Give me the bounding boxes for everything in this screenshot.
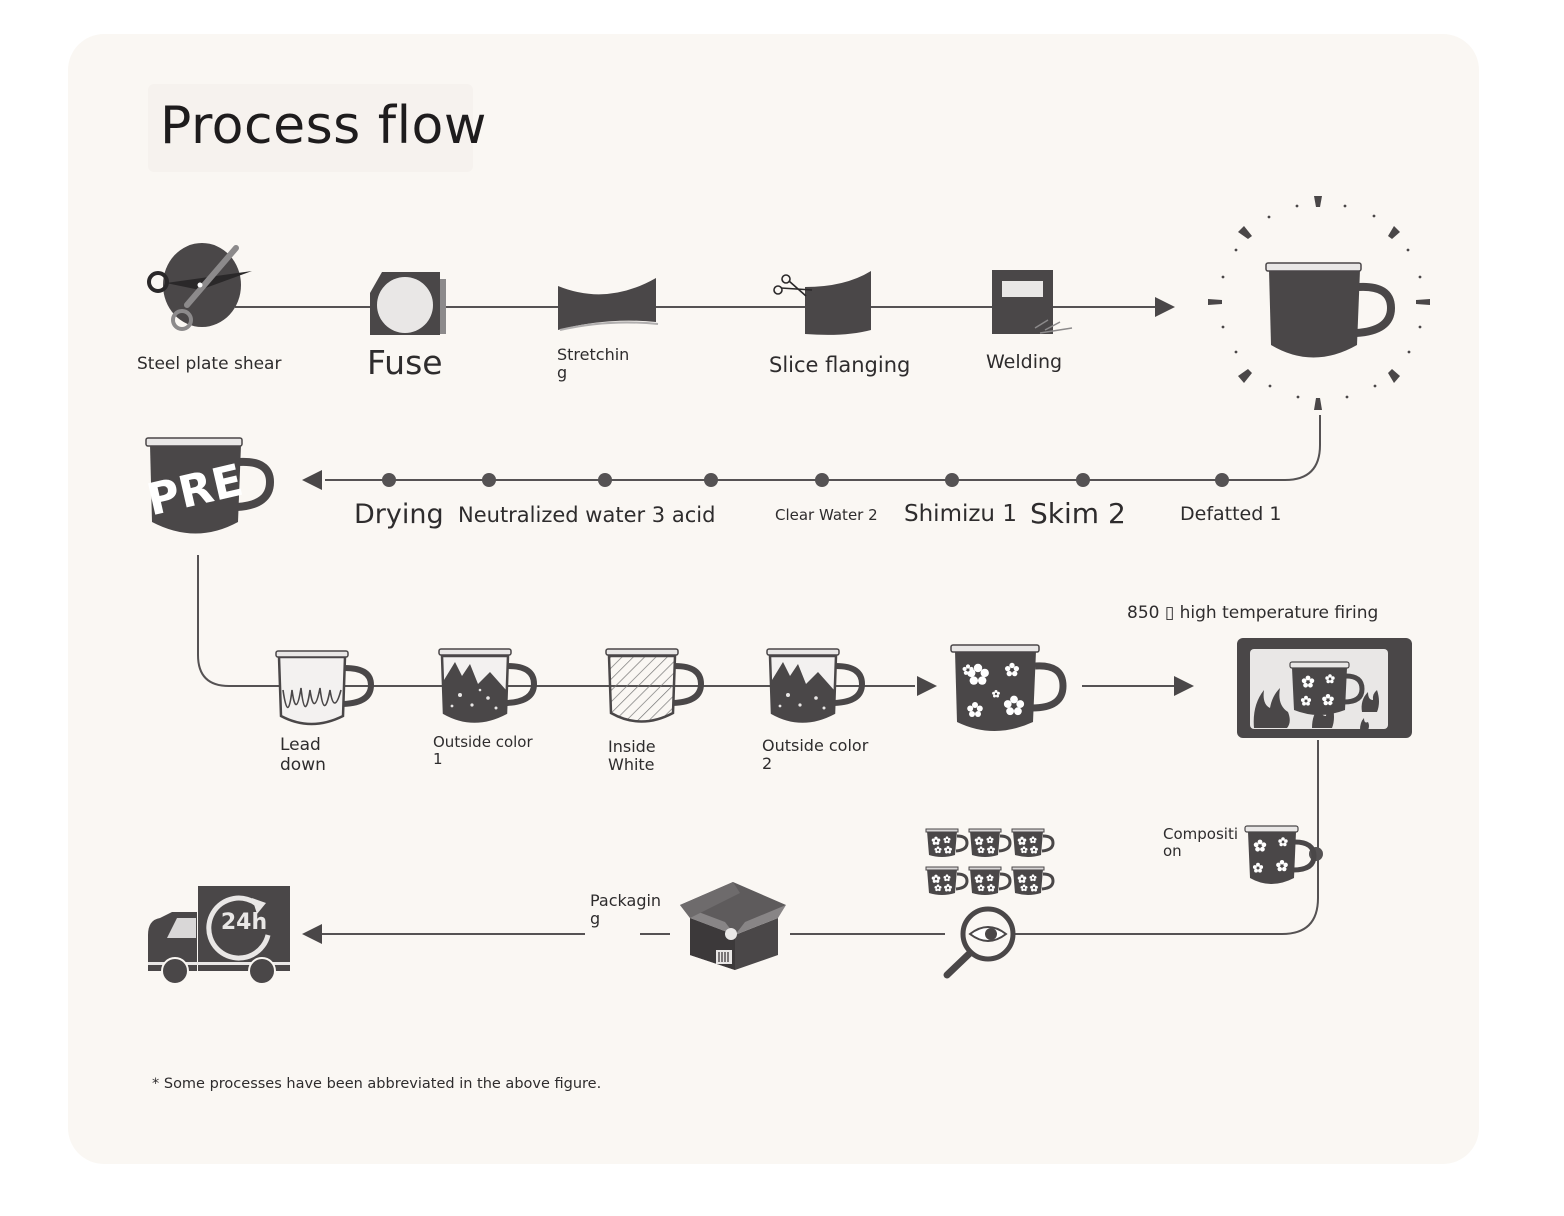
scissors-icon — [773, 274, 813, 297]
label-fuse: Fuse — [367, 343, 443, 382]
composition-mug-icon — [1244, 825, 1317, 884]
outside-color-2-mug-icon — [766, 648, 866, 723]
label-slice-flanging: Slice flanging — [769, 353, 911, 377]
arrow-right-icon — [1174, 676, 1194, 696]
diagram-card — [68, 34, 1479, 1164]
label-neutralized-water: Neutralized water 3 acid — [458, 503, 716, 527]
label-welding: Welding — [986, 351, 1063, 373]
page-title: Process flow — [160, 96, 487, 156]
dial-mug-icon — [1208, 196, 1430, 410]
fire-icon — [1253, 688, 1379, 730]
arrow-right-icon — [1155, 297, 1175, 317]
pre-mug-icon: PRE — [142, 437, 275, 534]
step-dot — [482, 473, 496, 487]
steel-plate-shear-icon — [147, 243, 252, 331]
inspection-mugs-icon — [926, 829, 1053, 895]
row2-line — [302, 415, 1321, 490]
kiln-firing-icon — [1237, 638, 1412, 738]
step-dot — [1076, 473, 1090, 487]
label-composition: Compositi on — [1163, 825, 1238, 861]
step-dot — [382, 473, 396, 487]
welding-icon — [992, 270, 1073, 334]
magnifier-icon — [943, 906, 1016, 979]
slice-flanging-icon — [773, 271, 871, 335]
label-skim-2: Skim 2 — [1030, 497, 1126, 530]
stretching-icon — [558, 278, 659, 331]
label-outside-color-2: Outside color 2 — [762, 736, 869, 774]
arrow-left-icon — [302, 924, 322, 944]
outside-color-1-mug-icon — [438, 648, 538, 723]
row4-line — [302, 740, 1323, 944]
fuse-icon — [370, 272, 446, 335]
step-dot — [815, 473, 829, 487]
box-icon — [680, 882, 786, 970]
footnote: * Some processes have been abbreviated i… — [152, 1076, 602, 1092]
arrow-left-icon — [302, 470, 322, 490]
label-outside-color-1: Outside color 1 — [433, 733, 533, 769]
arrow-right-icon — [917, 676, 937, 696]
label-high-temperature-firing: 850 ▯ high temperature firing — [1127, 603, 1379, 623]
label-inside-white: Inside White — [608, 737, 656, 775]
step-dot — [704, 473, 718, 487]
label-defatted-1: Defatted 1 — [1180, 503, 1282, 525]
title-box — [148, 84, 473, 172]
truck-24h-badge: 24h — [221, 910, 267, 935]
label-drying: Drying — [354, 499, 444, 530]
delivery-truck-icon: 24h — [148, 886, 290, 985]
flower-mug-icon — [950, 644, 1067, 731]
label-clear-water-2: Clear Water 2 — [775, 506, 878, 524]
label-packaging: Packagin g — [590, 891, 662, 929]
step-dot — [1215, 473, 1229, 487]
step-dot — [945, 473, 959, 487]
label-stretching: Stretchin g — [557, 345, 630, 383]
lead-down-mug-icon — [275, 650, 375, 726]
step-dot — [598, 473, 612, 487]
inside-white-mug-icon — [605, 648, 705, 723]
row3-line — [197, 555, 1194, 696]
label-steel-plate-shear: Steel plate shear — [137, 354, 282, 374]
label-shimizu-1: Shimizu 1 — [904, 501, 1017, 527]
label-lead-down: Lead down — [280, 735, 326, 775]
